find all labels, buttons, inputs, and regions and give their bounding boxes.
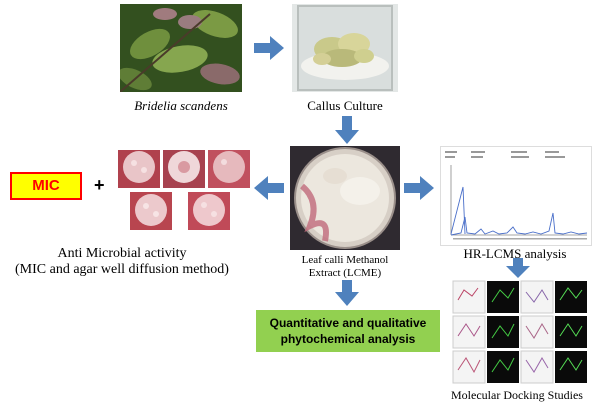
antimicrobial-plates bbox=[116, 148, 252, 234]
callus-caption: Callus Culture bbox=[307, 98, 383, 113]
mic-box: MIC bbox=[10, 172, 82, 200]
docking-structures-image bbox=[452, 280, 588, 384]
arrow-extract-to-phyto bbox=[335, 280, 359, 306]
callus-jar-image bbox=[292, 4, 398, 92]
extract-photo bbox=[290, 146, 400, 250]
arrow-extract-to-antimicrobial bbox=[254, 176, 284, 200]
arrow-plant-to-callus bbox=[254, 36, 284, 60]
plant-caption: Bridelia scandens bbox=[134, 98, 228, 113]
callus-photo bbox=[292, 4, 398, 92]
mic-label: MIC bbox=[32, 177, 60, 194]
phyto-line2: phytochemical analysis bbox=[280, 332, 416, 346]
extract-petri-dish-image bbox=[290, 146, 400, 250]
extract-caption-line1: Leaf calli Methanol bbox=[301, 254, 389, 266]
docking-caption: Molecular Docking Studies bbox=[451, 388, 583, 402]
extract-caption-line2: Extract (LCME) bbox=[308, 267, 382, 279]
plant-photo bbox=[120, 4, 242, 92]
antimicrobial-caption-line2: (MIC and agar well diffusion method) bbox=[15, 262, 229, 277]
antimicrobial-caption-line1: Anti Microbial activity bbox=[57, 246, 187, 261]
phyto-line1: Quantitative and qualitative bbox=[269, 316, 427, 330]
hrlcms-chromatogram bbox=[440, 146, 592, 246]
chromatogram-image bbox=[441, 147, 591, 245]
hrlcms-caption: HR-LCMS analysis bbox=[463, 246, 567, 261]
arrow-callus-to-extract bbox=[335, 116, 359, 144]
agar-plates-image bbox=[116, 148, 252, 234]
phyto-analysis-box: Quantitative and qualitative phytochemic… bbox=[256, 310, 440, 352]
plant-leaves-image bbox=[120, 4, 242, 92]
docking-grid bbox=[452, 280, 588, 384]
arrow-extract-to-hrlcms bbox=[404, 176, 434, 200]
mic-plus: + bbox=[94, 175, 105, 195]
arrow-hrlcms-to-docking bbox=[506, 258, 530, 278]
